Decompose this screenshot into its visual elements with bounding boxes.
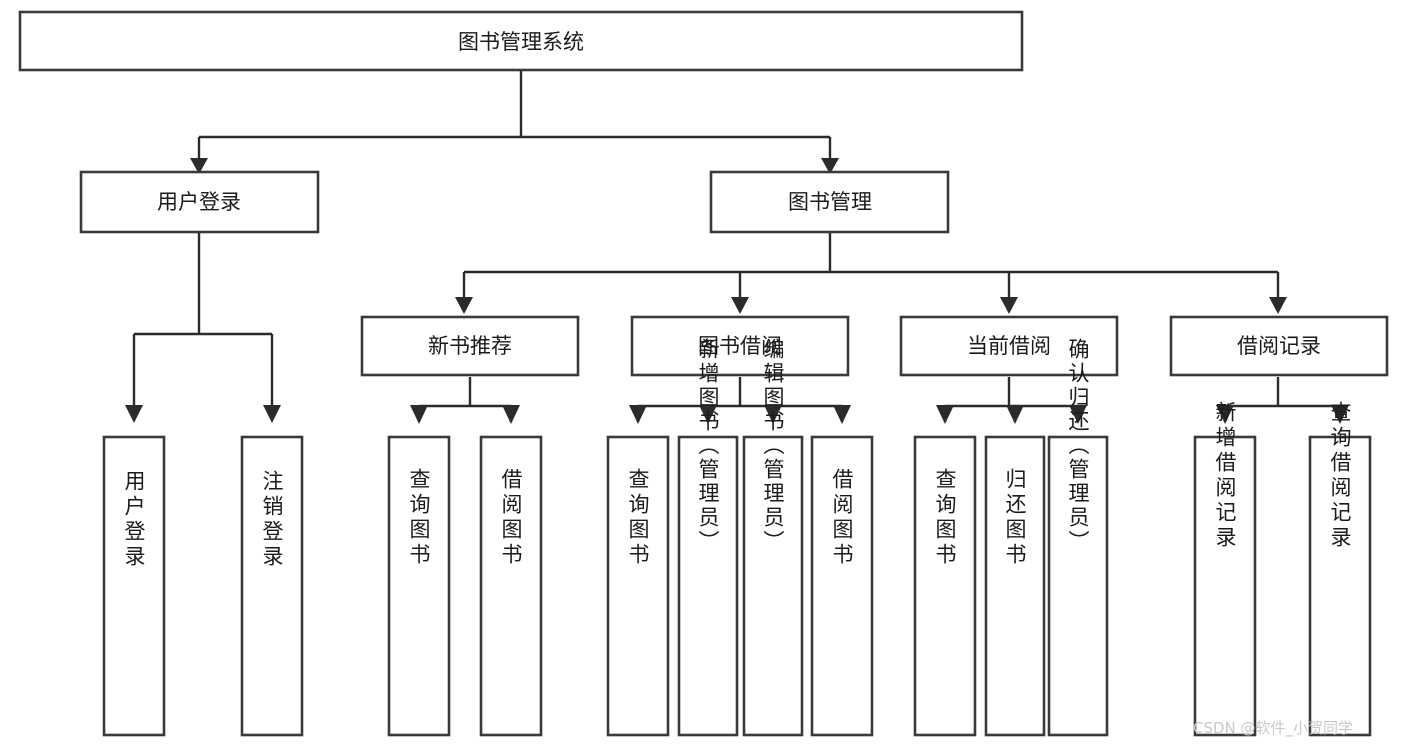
node-root[interactable]: 图书管理系统 bbox=[18, 10, 1024, 72]
node-user-login-box[interactable] bbox=[79, 170, 320, 234]
arrow-icon-to-leaf-borrow-book-a bbox=[502, 405, 520, 424]
leaf-node-query-book-c[interactable]: 查询图书 bbox=[913, 435, 977, 737]
node-borrow-record[interactable]: 借阅记录 bbox=[1169, 315, 1389, 377]
leaf-node-query-record-box[interactable] bbox=[1308, 435, 1372, 737]
node-user-login-label: 用户登录 bbox=[157, 190, 241, 214]
leaf-node-query-book-a-label: 查询图书 bbox=[407, 468, 431, 568]
leaf-node-edit-book-label: 编辑图书（管理员） bbox=[761, 338, 785, 554]
leaf-node-add-book[interactable]: 新增图书（管理员） bbox=[677, 338, 739, 737]
node-book-manage-box[interactable] bbox=[709, 170, 950, 234]
leaf-node-query-book-c-box[interactable] bbox=[913, 435, 977, 737]
node-book-manage-label: 图书管理 bbox=[788, 190, 872, 214]
leaf-node-borrow-book-a-box[interactable] bbox=[479, 435, 543, 737]
node-book-borrow-box[interactable] bbox=[630, 315, 850, 377]
node-borrow-record-box[interactable] bbox=[1169, 315, 1389, 377]
arrow-icon-to-leaf-logout bbox=[263, 405, 281, 423]
leaf-node-query-record[interactable]: 查询借阅记录 bbox=[1308, 401, 1372, 737]
leaf-node-add-record-label: 新增借阅记录 bbox=[1213, 401, 1237, 551]
leaf-node-add-book-label: 新增图书（管理员） bbox=[696, 338, 720, 554]
arrow-icon-to-leaf-query-book-c bbox=[936, 405, 954, 424]
leaf-node-borrow-book-a-label: 借阅图书 bbox=[499, 468, 523, 568]
csdn-watermark: CSDN @软件_小贺同学 bbox=[1193, 719, 1353, 738]
leaf-node-add-book-box[interactable] bbox=[677, 435, 739, 737]
node-current-borrow[interactable]: 当前借阅 bbox=[899, 315, 1119, 377]
node-borrow-record-label: 借阅记录 bbox=[1237, 334, 1321, 358]
arrow-icon-to-user-login bbox=[190, 158, 208, 174]
arrow-icon-to-borrow-record bbox=[1269, 297, 1287, 314]
leaf-node-borrow-book-b-label: 借阅图书 bbox=[830, 468, 854, 568]
arrow-icon-to-leaf-return-book bbox=[1006, 405, 1024, 424]
arrow-icon-to-book-manage bbox=[821, 158, 839, 174]
arrow-icon-to-leaf-add-book bbox=[699, 405, 717, 424]
node-new-book-rec-box[interactable] bbox=[360, 315, 580, 377]
leaf-node-borrow-book-b[interactable]: 借阅图书 bbox=[810, 435, 874, 737]
arrow-icon-to-current-borrow bbox=[1000, 297, 1018, 314]
leaf-node-user-login-label: 用户登录 bbox=[122, 470, 146, 570]
arrow-icon-to-leaf-user-login bbox=[125, 405, 143, 423]
leaf-node-confirm-return-label: 确认归还（管理员） bbox=[1066, 338, 1090, 554]
leaf-node-query-book-b[interactable]: 查询图书 bbox=[606, 435, 670, 737]
arrow-icon-to-leaf-confirm-return bbox=[1069, 405, 1087, 424]
leaf-node-return-book-label: 归还图书 bbox=[1003, 468, 1027, 568]
leaf-node-query-book-b-box[interactable] bbox=[606, 435, 670, 737]
leaf-node-user-login-box[interactable] bbox=[102, 435, 166, 737]
leaf-node-return-book[interactable]: 归还图书 bbox=[984, 435, 1046, 737]
arrow-icon-to-leaf-query-book-a bbox=[410, 405, 428, 424]
node-current-borrow-label: 当前借阅 bbox=[967, 334, 1051, 358]
arrow-icon-to-leaf-add-record bbox=[1216, 405, 1234, 424]
leaf-node-logout[interactable]: 注销登录 bbox=[240, 435, 304, 737]
leaf-node-logout-box[interactable] bbox=[240, 435, 304, 737]
leaf-node-query-record-label: 查询借阅记录 bbox=[1328, 401, 1352, 551]
arrow-icon-to-leaf-query-book-b bbox=[629, 405, 647, 424]
leaf-node-edit-book[interactable]: 编辑图书（管理员） bbox=[742, 338, 804, 737]
leaf-node-borrow-book-b-box[interactable] bbox=[810, 435, 874, 737]
leaf-node-query-book-a[interactable]: 查询图书 bbox=[387, 435, 451, 737]
node-root-label: 图书管理系统 bbox=[458, 30, 584, 54]
arrow-icon-to-book-borrow bbox=[731, 297, 749, 314]
leaf-node-user-login[interactable]: 用户登录 bbox=[102, 435, 166, 737]
node-user-login[interactable]: 用户登录 bbox=[79, 170, 320, 234]
leaf-node-add-record[interactable]: 新增借阅记录 bbox=[1193, 401, 1257, 737]
leaf-node-edit-book-box[interactable] bbox=[742, 435, 804, 737]
leaf-node-logout-label: 注销登录 bbox=[260, 470, 284, 570]
node-new-book-rec-label: 新书推荐 bbox=[428, 334, 512, 358]
arrow-icon-to-leaf-borrow-book-b bbox=[833, 405, 851, 424]
leaf-node-add-record-box[interactable] bbox=[1193, 435, 1257, 737]
node-book-borrow[interactable]: 图书借阅 bbox=[630, 315, 850, 377]
leaf-node-return-book-box[interactable] bbox=[984, 435, 1046, 737]
leaf-node-query-book-b-label: 查询图书 bbox=[626, 468, 650, 568]
node-root-box[interactable] bbox=[18, 10, 1024, 72]
node-book-manage[interactable]: 图书管理 bbox=[709, 170, 950, 234]
leaf-node-query-book-a-box[interactable] bbox=[387, 435, 451, 737]
leaf-node-query-book-c-label: 查询图书 bbox=[933, 468, 957, 568]
arrow-icon-to-leaf-edit-book bbox=[764, 405, 782, 424]
arrow-icon-to-leaf-query-record bbox=[1331, 405, 1349, 424]
leaf-node-confirm-return[interactable]: 确认归还（管理员） bbox=[1047, 338, 1109, 737]
arrow-heads bbox=[125, 158, 1349, 424]
leaf-node-borrow-book-a[interactable]: 借阅图书 bbox=[479, 435, 543, 737]
node-book-borrow-label: 图书借阅 bbox=[698, 334, 782, 358]
node-current-borrow-box[interactable] bbox=[899, 315, 1119, 377]
leaf-node-confirm-return-box[interactable] bbox=[1047, 435, 1109, 737]
arrow-icon-to-new-book-rec bbox=[455, 297, 473, 314]
node-new-book-rec[interactable]: 新书推荐 bbox=[360, 315, 580, 377]
